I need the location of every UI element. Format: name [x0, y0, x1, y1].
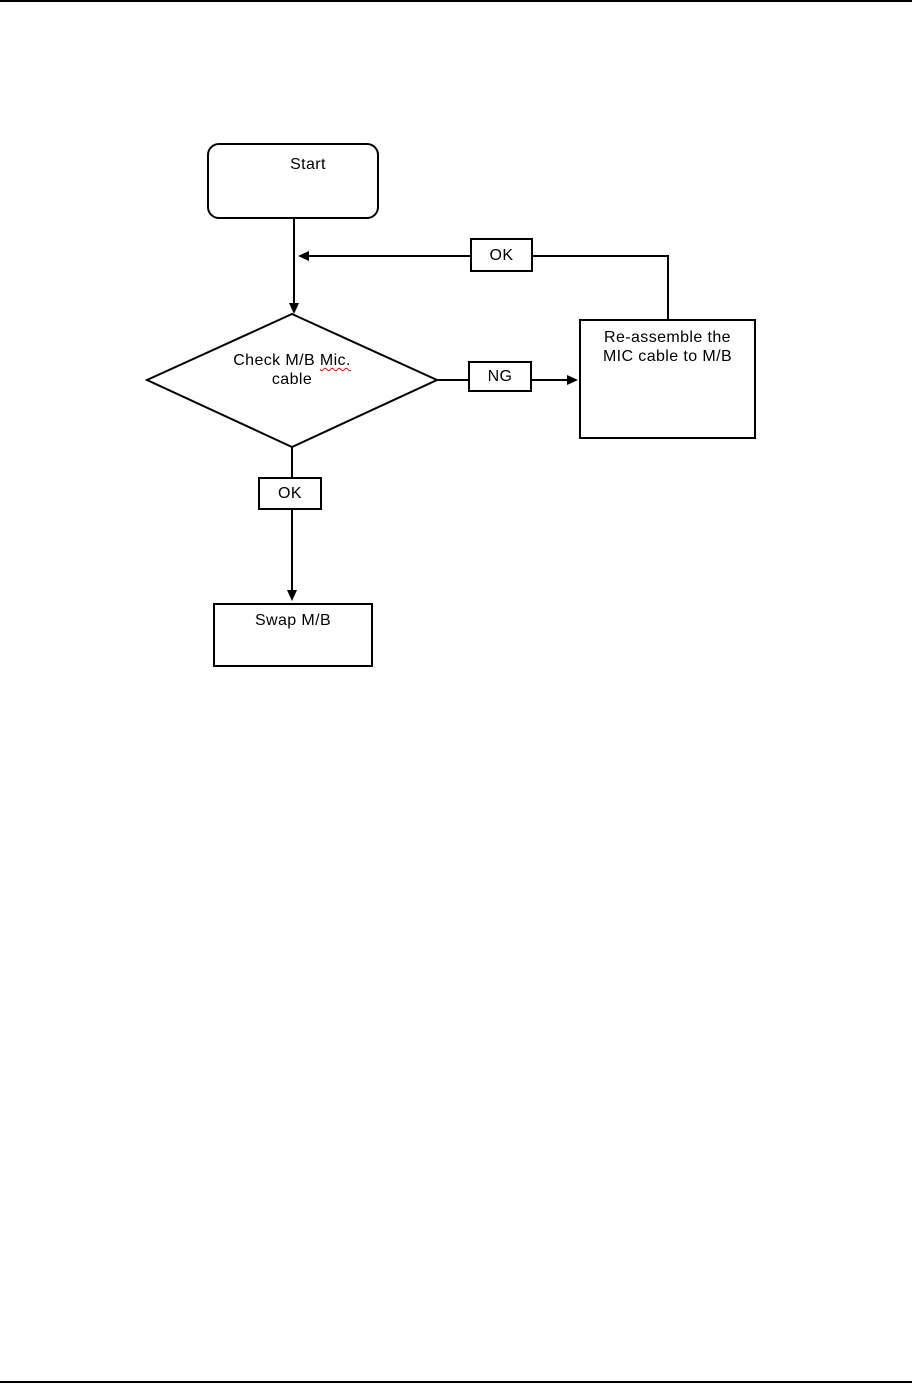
- page-bottom-rule: [0, 1381, 912, 1383]
- page-top-rule: [0, 0, 912, 2]
- start-node: Start: [207, 143, 379, 219]
- decision-label-line2: cable: [271, 371, 313, 388]
- decision-label: Check M/B Mic. cable: [182, 351, 402, 389]
- ok-down-label-box: OK: [258, 477, 322, 510]
- decision-label-line1-prefix: Check M/B: [233, 352, 320, 369]
- decision-label-line1: Check M/B Mic.: [182, 351, 402, 370]
- ok-feedback-label: OK: [489, 246, 514, 264]
- arrowhead-down-to-swap: [287, 590, 297, 601]
- arrowhead-right-to-reassemble: [567, 375, 578, 385]
- reassemble-label-line2: MIC cable to M/B: [602, 348, 733, 365]
- swap-node: Swap M/B: [213, 603, 373, 667]
- arrowhead-left-to-main-line: [298, 251, 309, 261]
- ng-label-box: NG: [468, 361, 532, 392]
- edge-start-to-decision: [289, 219, 299, 314]
- ok-down-label: OK: [278, 485, 302, 502]
- edge-ok-to-swap: [287, 510, 297, 601]
- ok-feedback-label-box: OK: [470, 238, 533, 272]
- start-node-label: Start: [290, 156, 326, 173]
- decision-misspelled-word: Mic.: [319, 352, 351, 369]
- swap-node-label: Swap M/B: [254, 612, 332, 629]
- arrowhead-down-to-decision: [289, 303, 299, 314]
- reassemble-node: Re-assemble the MIC cable to M/B: [579, 319, 756, 439]
- ng-label: NG: [487, 368, 513, 385]
- reassemble-label-line1: Re-assemble the: [604, 329, 731, 346]
- decision-diamond-shape: [144, 312, 440, 449]
